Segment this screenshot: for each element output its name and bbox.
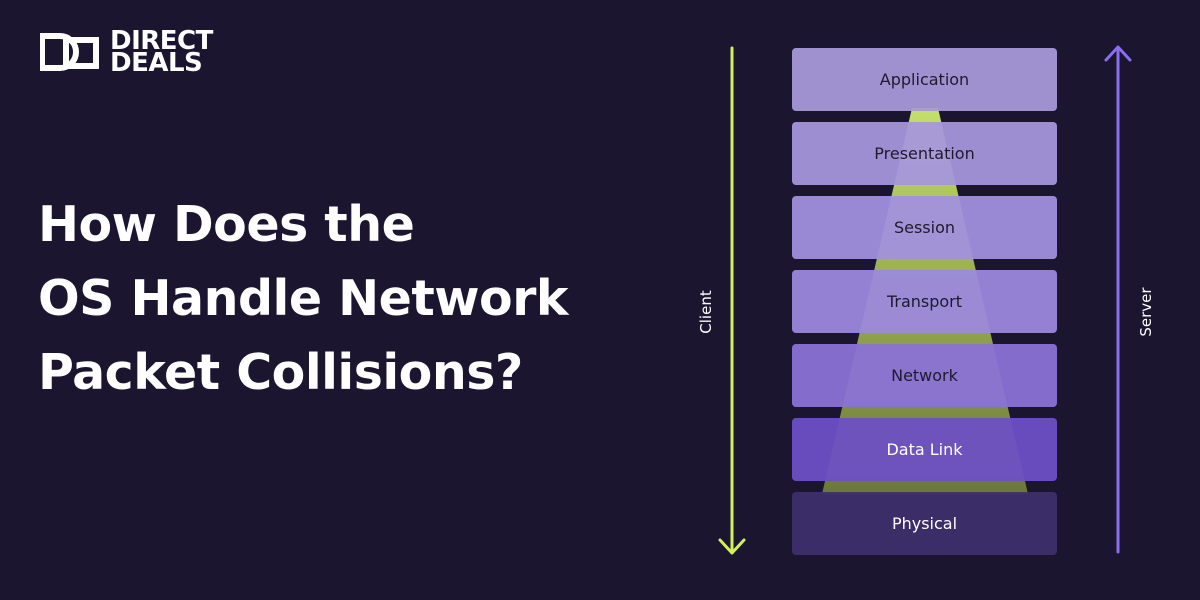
title-line-1: How Does the <box>38 196 415 253</box>
layer-block-application <box>792 48 1057 111</box>
layer-label-presentation: Presentation <box>874 144 975 163</box>
brand-logo: DIRECT DEALS <box>40 26 213 78</box>
title-line-3: Packet Collisions? <box>38 344 523 401</box>
layer-block-presentation <box>792 122 1057 185</box>
layer-label-physical: Physical <box>891 514 958 533</box>
layer-block-session <box>792 196 1057 259</box>
layer-label-data-link: Data Link <box>886 440 963 459</box>
layer-block-network <box>792 344 1057 407</box>
layer-block-transport <box>792 270 1057 333</box>
direct-deals-logo-icon <box>40 33 99 71</box>
layer-block-data-link <box>792 418 1057 481</box>
layer-label-transport: Transport <box>886 292 963 311</box>
server-arrow <box>1104 45 1132 554</box>
brand-line-1: DIRECT <box>110 26 213 56</box>
client-label: Client <box>697 290 715 334</box>
layer-block-physical <box>792 492 1057 555</box>
layer-label-application: Application <box>879 70 970 89</box>
server-label: Server <box>1137 287 1155 337</box>
client-arrow <box>718 46 746 555</box>
brand-wordmark: DIRECT DEALS <box>110 26 213 78</box>
title-line-2: OS Handle Network <box>38 270 568 327</box>
layer-label-network: Network <box>891 366 958 385</box>
layer-label-session: Session <box>893 218 956 237</box>
brand-line-2: DEALS <box>110 48 203 78</box>
page-title: How Does the OS Handle Network Packet Co… <box>38 188 568 410</box>
